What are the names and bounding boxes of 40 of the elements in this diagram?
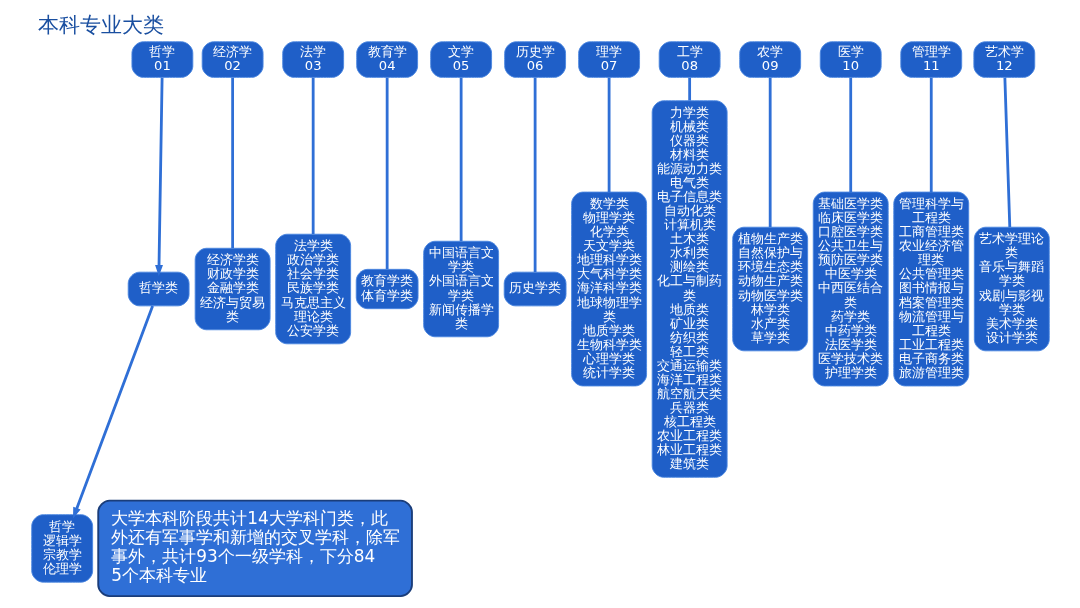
node-box: 法学 03 [281,41,344,78]
node-box: 法学类 政治学类 社会学类 民族学类 马克思主义理论类 公安学类 [274,233,351,345]
node-box: 经济学类 财政学类 金融学类 经济与贸易类 [194,247,271,331]
arrow [154,77,163,277]
node-box: 中国语言文学类 外国语言文学类 新闻传播学类 [422,240,499,338]
connector [311,77,315,234]
node-box: 大学本科阶段共计14大学科门类，此外还有军事学和新增的交叉学科，除军事外，共计93个一级学科，下分845个本科专业 [96,499,413,598]
node-box: 教育学 04 [355,41,418,78]
connector [768,77,772,228]
node-box: 艺术学理论类 音乐与舞蹈学类 戏剧与影视学类 美术学类 设计学类 [973,226,1050,352]
node-box: 历史学 06 [503,41,566,78]
node-box: 哲学 01 [131,41,193,78]
connector [533,77,537,272]
connector [848,77,852,193]
node-box: 理学 07 [577,41,640,78]
node-box: 力学类 机械类 仪器类 材料类 能源动力类 电气类 电子信息类 自动化类 计算机类 土木类 水利类 测绘类 化工与制药类 地质类 矿业类 纺织类 轻工类 交通运输类 海洋工程类 航空航天类 兵器类 核工程类 农业工程类 林业工程类 建筑类 [651,100,728,478]
connector [385,77,389,270]
node-box: 艺术学 12 [972,41,1035,78]
connector [607,77,610,193]
node-box: 数学类 物理学类 化学类 天文学类 地理科学类 大气科学类 海洋科学类 地球物理学类 地质学类 生物科学类 心理学类 统计学类 [570,191,647,387]
connector [230,77,234,249]
connector [929,77,933,193]
node-box: 文学 05 [429,41,492,78]
node-box: 管理学 11 [899,41,962,78]
node-box: 哲学 逻辑学 宗教学 伦理学 [30,514,93,583]
diagram-title: 本科专业大类 [37,13,164,38]
node-box: 农学 09 [738,41,801,78]
node-box: 工学 08 [658,41,721,78]
node-box: 管理科学与工程类 工商管理类 农业经济管理类 公共管理类 图书情报与档案管理类 物流管理与工程类 工业工程类 电子商务类 旅游管理类 [892,191,969,387]
connector [459,77,463,242]
connector [687,77,691,101]
node-box: 哲学类 [127,271,190,307]
node-box: 基础医学类 临床医学类 口腔医学类 公共卫生与预防医学类 中医学类 中西医结合类 药学类 中药学类 法医学类 医学技术类 护理学类 [812,191,889,387]
node-box: 医学 10 [819,41,882,78]
arrow [72,305,154,519]
node-box: 植物生产类 自然保护与环境生态类 动物生产类 动物医学类 林学类 水产类 草学类 [731,226,808,352]
node-box: 经济学 02 [201,41,264,78]
node-box: 历史学类 [503,271,566,307]
connector [1002,77,1011,228]
node-box: 教育学类 体育学类 [355,268,419,310]
